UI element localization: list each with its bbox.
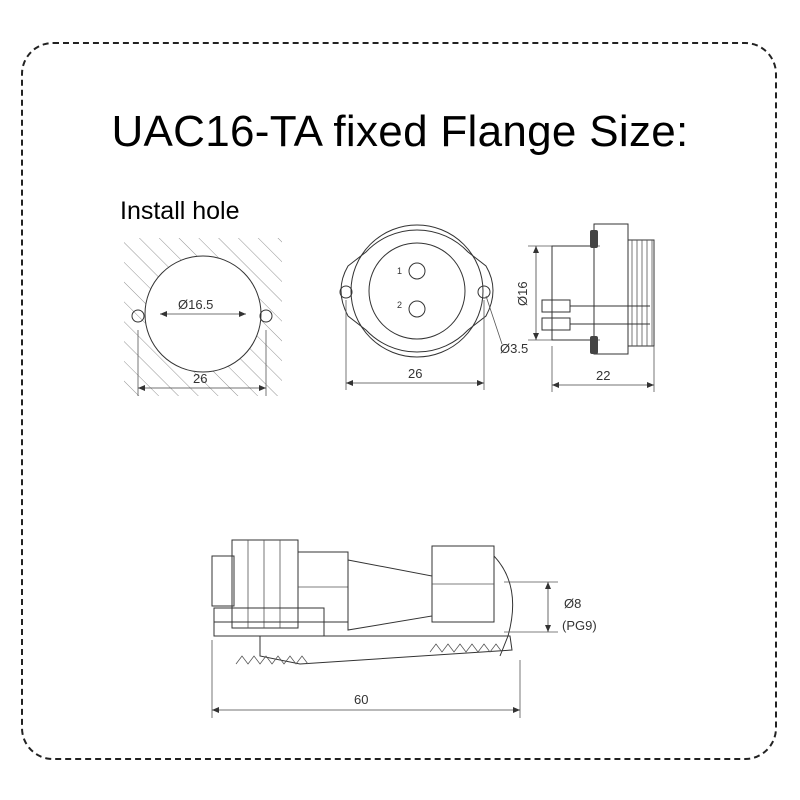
pin-2-socket bbox=[408, 300, 426, 318]
flange-outline bbox=[340, 229, 494, 353]
hole-leader-line bbox=[485, 295, 503, 345]
page-title: UAC16-TA fixed Flange Size: bbox=[111, 107, 689, 156]
side-length-label: 22 bbox=[596, 368, 610, 383]
front-width-label: 26 bbox=[408, 366, 422, 381]
contact-pin-top bbox=[213, 607, 325, 623]
lower-housing bbox=[259, 635, 513, 665]
install-hole-circle bbox=[144, 255, 262, 373]
lower-thread-right bbox=[429, 643, 503, 653]
install-hole-subtitle: Install hole bbox=[120, 197, 240, 225]
assembly-view: Ø8 (PG9) 60 bbox=[211, 539, 597, 718]
side-body bbox=[551, 245, 595, 341]
flange-hole-right bbox=[477, 285, 491, 299]
plug-body bbox=[347, 559, 433, 631]
side-thread-teeth bbox=[631, 240, 653, 346]
contact-pin-bottom bbox=[213, 621, 325, 637]
side-thread bbox=[627, 239, 655, 347]
dashed-frame bbox=[21, 42, 777, 760]
pin-2-label: 2 bbox=[397, 300, 402, 310]
cable-diameter-label: Ø8 bbox=[564, 596, 581, 611]
flange-inner-ring bbox=[368, 242, 466, 340]
install-hole-view: Ø16.5 26 bbox=[124, 238, 282, 396]
cable-gland bbox=[493, 555, 514, 657]
side-clip-top bbox=[590, 230, 598, 248]
pin-1-label: 1 bbox=[397, 266, 402, 276]
side-flange bbox=[593, 223, 629, 355]
hole-diameter-label: Ø3.5 bbox=[500, 341, 528, 356]
receptacle-ribs bbox=[247, 540, 281, 628]
flange-front-view: 1 2 26 Ø3.5 bbox=[339, 224, 528, 390]
side-diameter-label: Ø16 bbox=[515, 281, 530, 306]
mount-hole-left bbox=[131, 309, 145, 323]
install-hole-diameter-label: Ø16.5 bbox=[178, 297, 213, 312]
side-pin-bottom bbox=[541, 317, 571, 331]
receptacle-flange bbox=[231, 539, 299, 629]
side-clip-bottom bbox=[590, 336, 598, 354]
lower-thread-left bbox=[235, 655, 309, 665]
hatched-panel bbox=[124, 238, 282, 396]
flange-outer-ring bbox=[350, 224, 484, 358]
receptacle-back bbox=[211, 555, 235, 607]
gland-size-label: (PG9) bbox=[562, 618, 597, 633]
assembly-length-label: 60 bbox=[354, 692, 368, 707]
flange-hole-left bbox=[339, 285, 353, 299]
side-pin-top bbox=[541, 299, 571, 313]
mount-hole-right bbox=[259, 309, 273, 323]
flange-side-view: Ø16 22 bbox=[515, 223, 655, 392]
pin-1-socket bbox=[408, 262, 426, 280]
install-hole-width-label: 26 bbox=[193, 371, 207, 386]
